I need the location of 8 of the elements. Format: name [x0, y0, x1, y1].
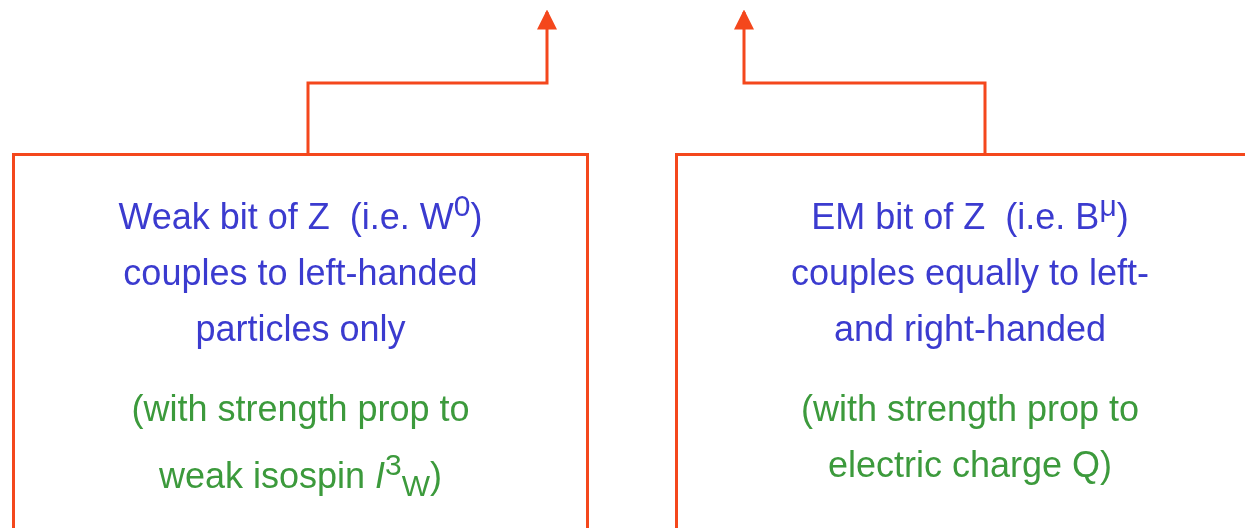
- text-box: [12, 153, 589, 528]
- arrow: [734, 9, 987, 153]
- text-box: [675, 153, 1245, 528]
- description-text: EM bit of Z (i.e. B$^{μ}$) couples equally to left- and right-handed: [789, 188, 1151, 351]
- arrow: [306, 9, 557, 153]
- note-text: (with strength prop to weak isospin I$^{3}$$_{W}$): [130, 387, 471, 505]
- description-text: Weak bit of Z (i.e. W$^{0}$) couples to left-handed particles only: [117, 188, 484, 351]
- note-text: (with strength prop to electric charge Q): [799, 387, 1141, 487]
